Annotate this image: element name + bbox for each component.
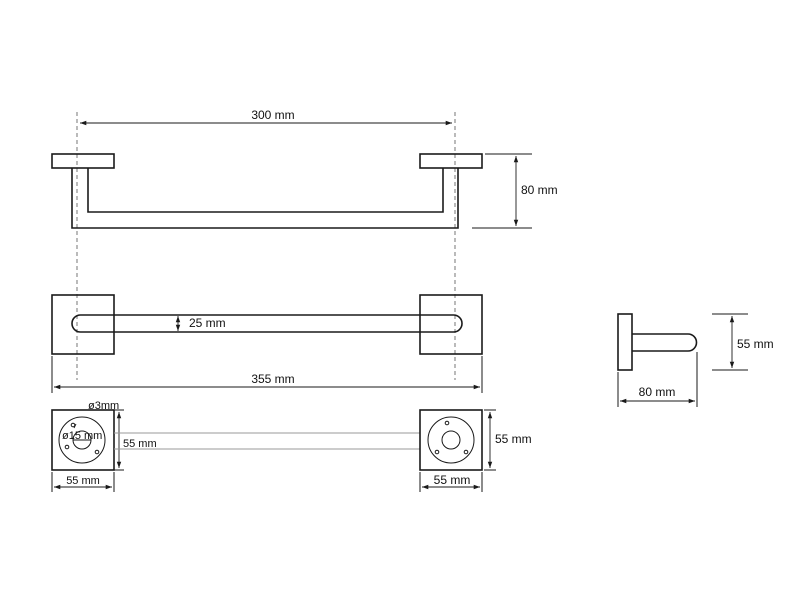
leader-3mm: [73, 423, 77, 429]
top-view: 300 mm 80 mm: [51, 108, 558, 380]
dim-label-plate-inner: 55 mm: [123, 438, 157, 450]
dim-label-side-55: 55 mm: [737, 337, 774, 351]
dim-label-left-width: 55 mm: [66, 475, 100, 487]
dim-label-right-width: 55 mm: [434, 473, 471, 487]
bar-outer-outline: [71, 168, 459, 229]
dim-label-15mm: ø15 mm: [62, 430, 102, 442]
bar-inner-outline: [87, 168, 444, 213]
side-view: 55 mm 80 mm: [617, 313, 774, 407]
side-mount-plate: [617, 313, 633, 371]
front-view: 25 mm 355 mm: [51, 294, 483, 393]
left-screw-hole-3: [94, 449, 100, 455]
side-bar-profile: [632, 333, 698, 352]
right-screw-hole-1: [444, 420, 450, 426]
right-square-plate: [419, 294, 483, 355]
left-mount-plate: [51, 153, 115, 169]
left-plate-circle-outer: [58, 416, 106, 464]
right-plate-center-hole: [441, 430, 461, 450]
right-mount-plate: [419, 153, 483, 169]
dim-label-80: 80 mm: [521, 183, 558, 197]
mounting-view: ø3mm ø15 mm 55 mm 55 mm 55 mm 55 mm: [51, 400, 532, 492]
left-wall-plate: [51, 409, 115, 471]
dim-label-300: 300 mm: [251, 108, 294, 122]
right-wall-plate: [419, 409, 483, 471]
right-screw-hole-2: [434, 449, 440, 455]
dim-label-right-height: 55 mm: [495, 432, 532, 446]
dim-label-25: 25 mm: [189, 316, 226, 330]
dim-label-355: 355 mm: [251, 372, 294, 386]
dim-label-3mm: ø3mm: [88, 400, 119, 412]
left-square-plate: [51, 294, 115, 355]
right-plate-circle-outer: [427, 416, 475, 464]
right-screw-hole-3: [463, 449, 469, 455]
towel-bar-body: [71, 314, 463, 333]
left-screw-hole-2: [64, 444, 70, 450]
left-screw-hole-1: [70, 422, 76, 428]
dim-label-side-80: 80 mm: [639, 385, 676, 399]
